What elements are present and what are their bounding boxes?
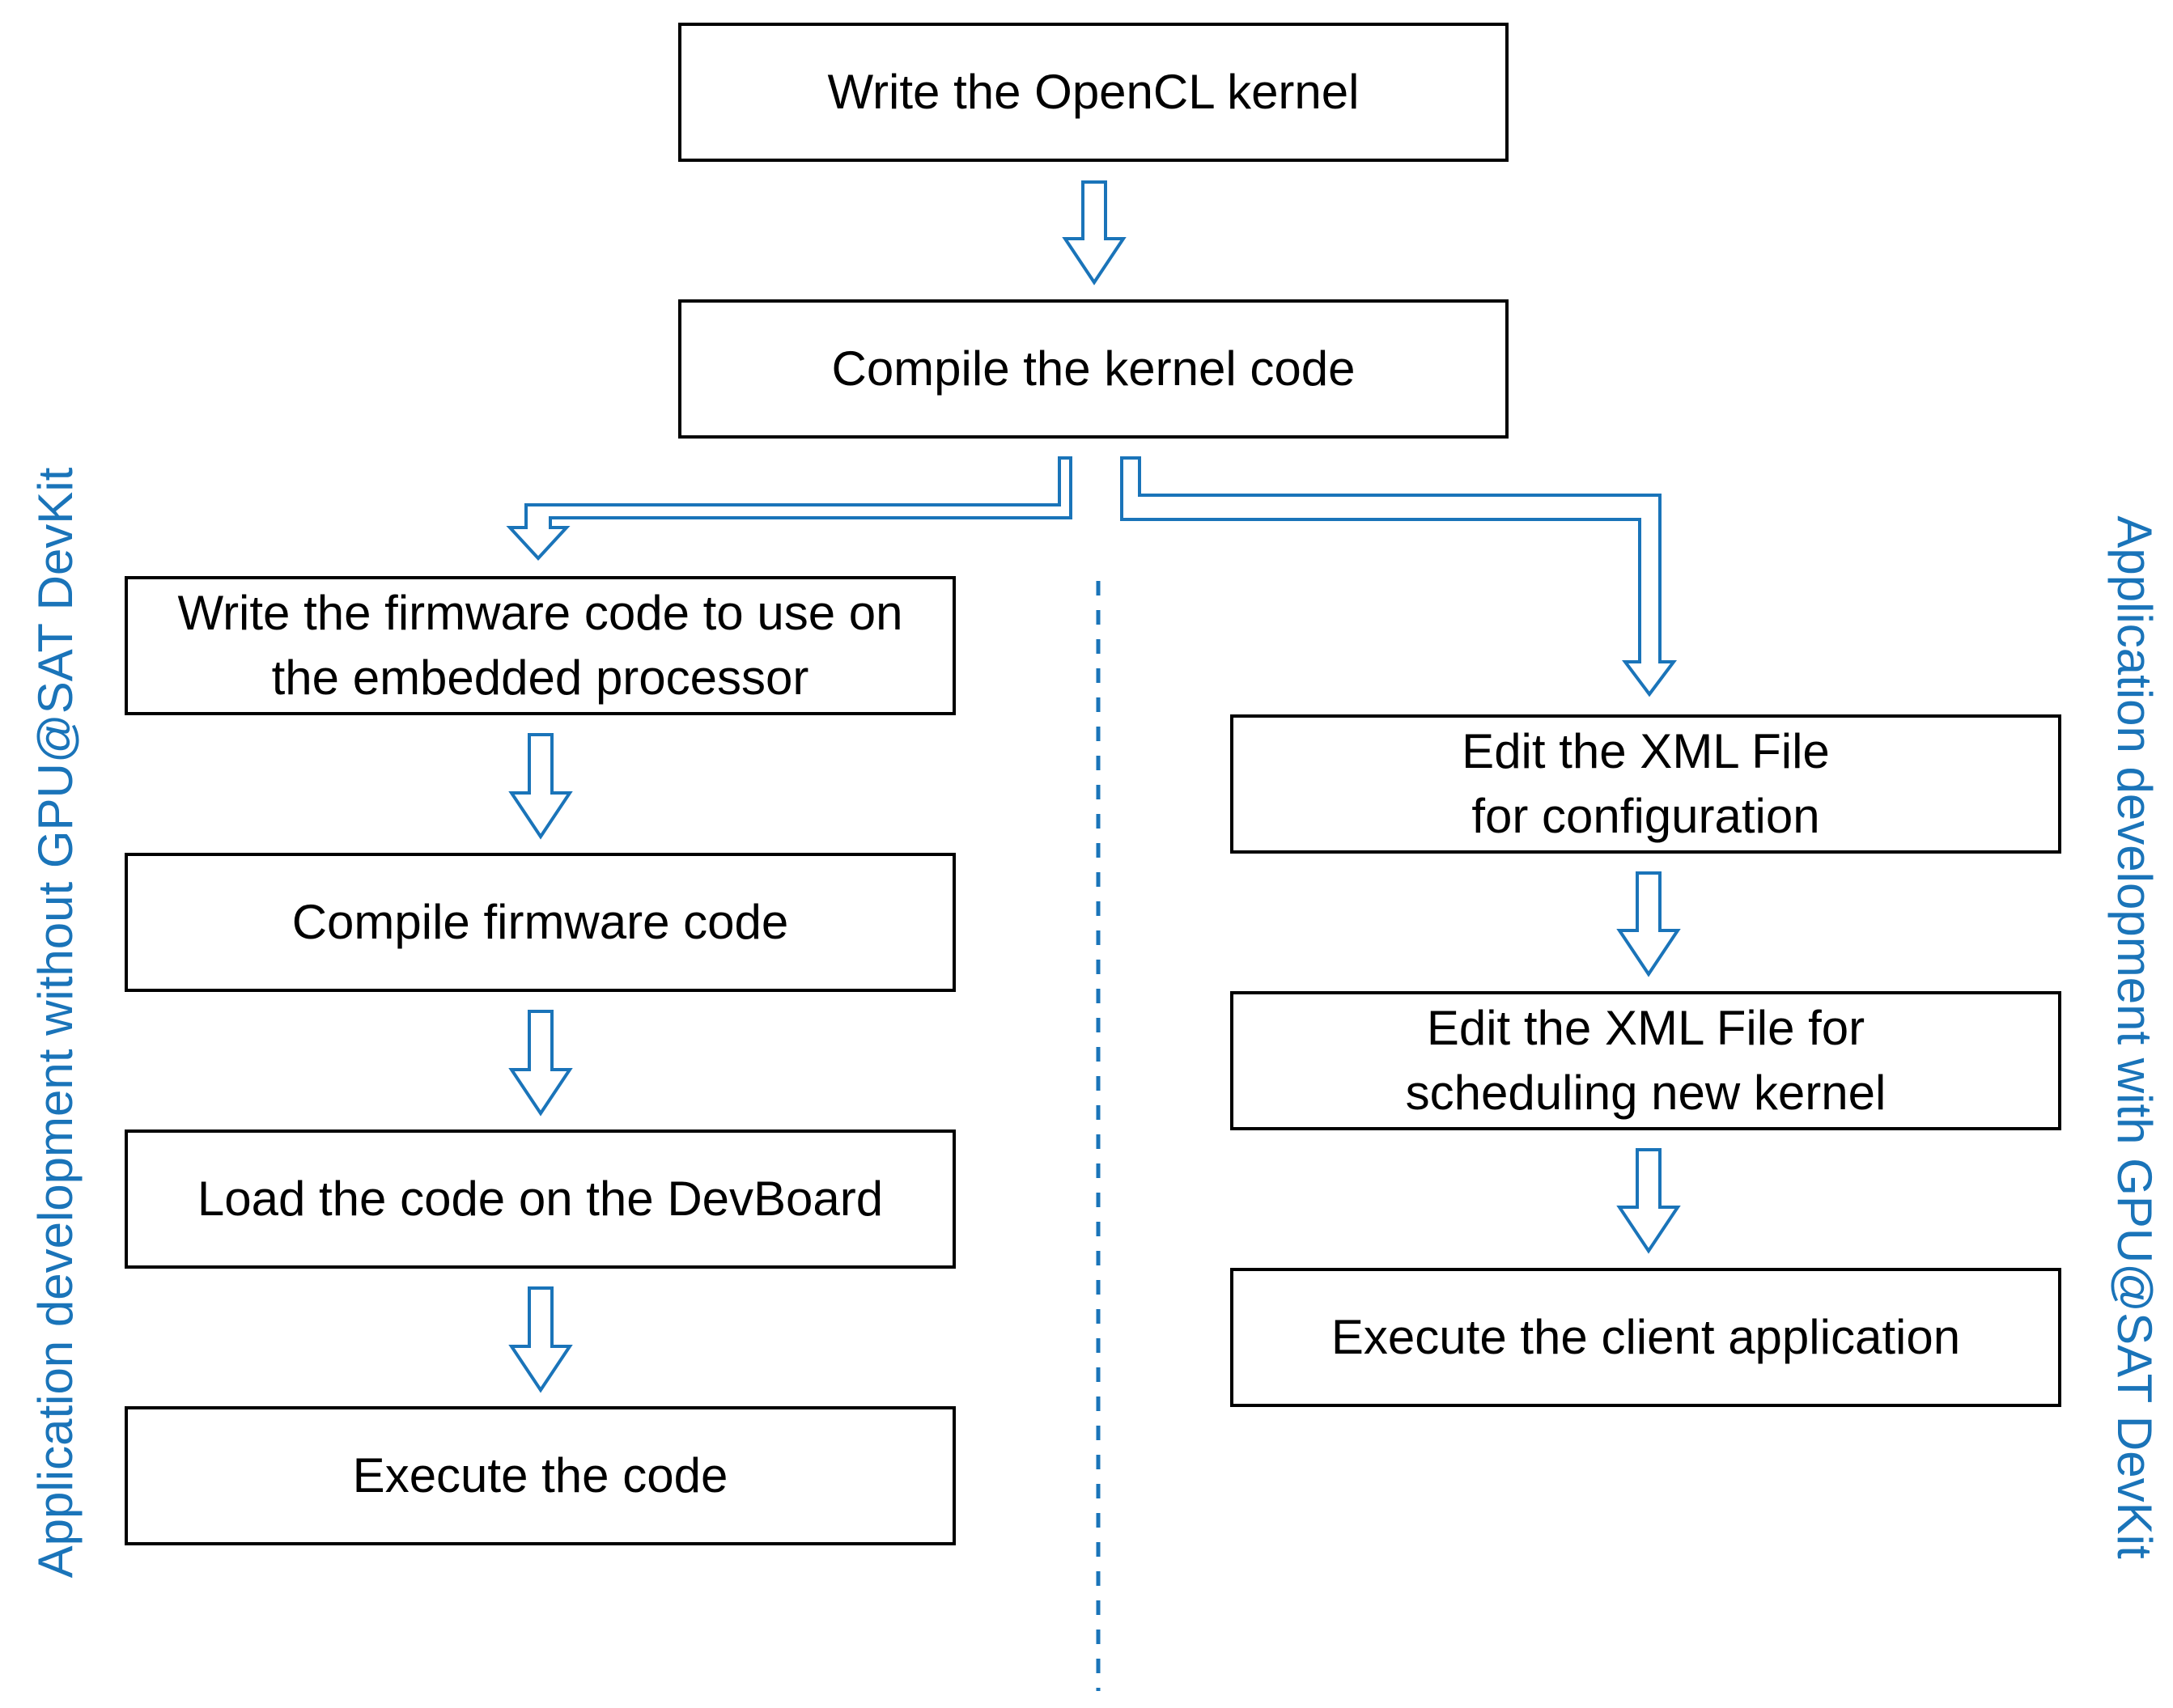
step-execute-client: Execute the client application [1230,1268,2061,1407]
step-load-code: Load the code on the DevBoard [125,1129,956,1269]
arrow-config-to-schedule [1616,871,1681,977]
step-execute-code: Execute the code [125,1406,956,1545]
step-compile-firmware: Compile firmware code [125,853,956,992]
step-compile-kernel: Compile the kernel code [678,299,1509,439]
step-edit-xml-config: Edit the XML File for configuration [1230,714,2061,854]
arrow-firmware-to-compile [508,733,573,840]
arrow-kernel-to-compile [1062,180,1127,286]
arrow-schedule-to-client [1616,1148,1681,1254]
step-edit-xml-schedule: Edit the XML File for scheduling new ker… [1230,991,2061,1130]
step-write-firmware: Write the firmware code to use on the em… [125,576,956,715]
side-label-without-devkit: Application development without GPU@SAT … [28,467,83,1579]
arrow-branch-left [506,456,1072,561]
step-write-kernel: Write the OpenCL kernel [678,23,1509,162]
side-label-with-devkit: Application development with GPU@SAT Dev… [2107,515,2162,1559]
arrow-load-to-execute [508,1286,573,1393]
arrow-branch-right [1120,456,1677,697]
arrow-compile-to-load [508,1010,573,1117]
